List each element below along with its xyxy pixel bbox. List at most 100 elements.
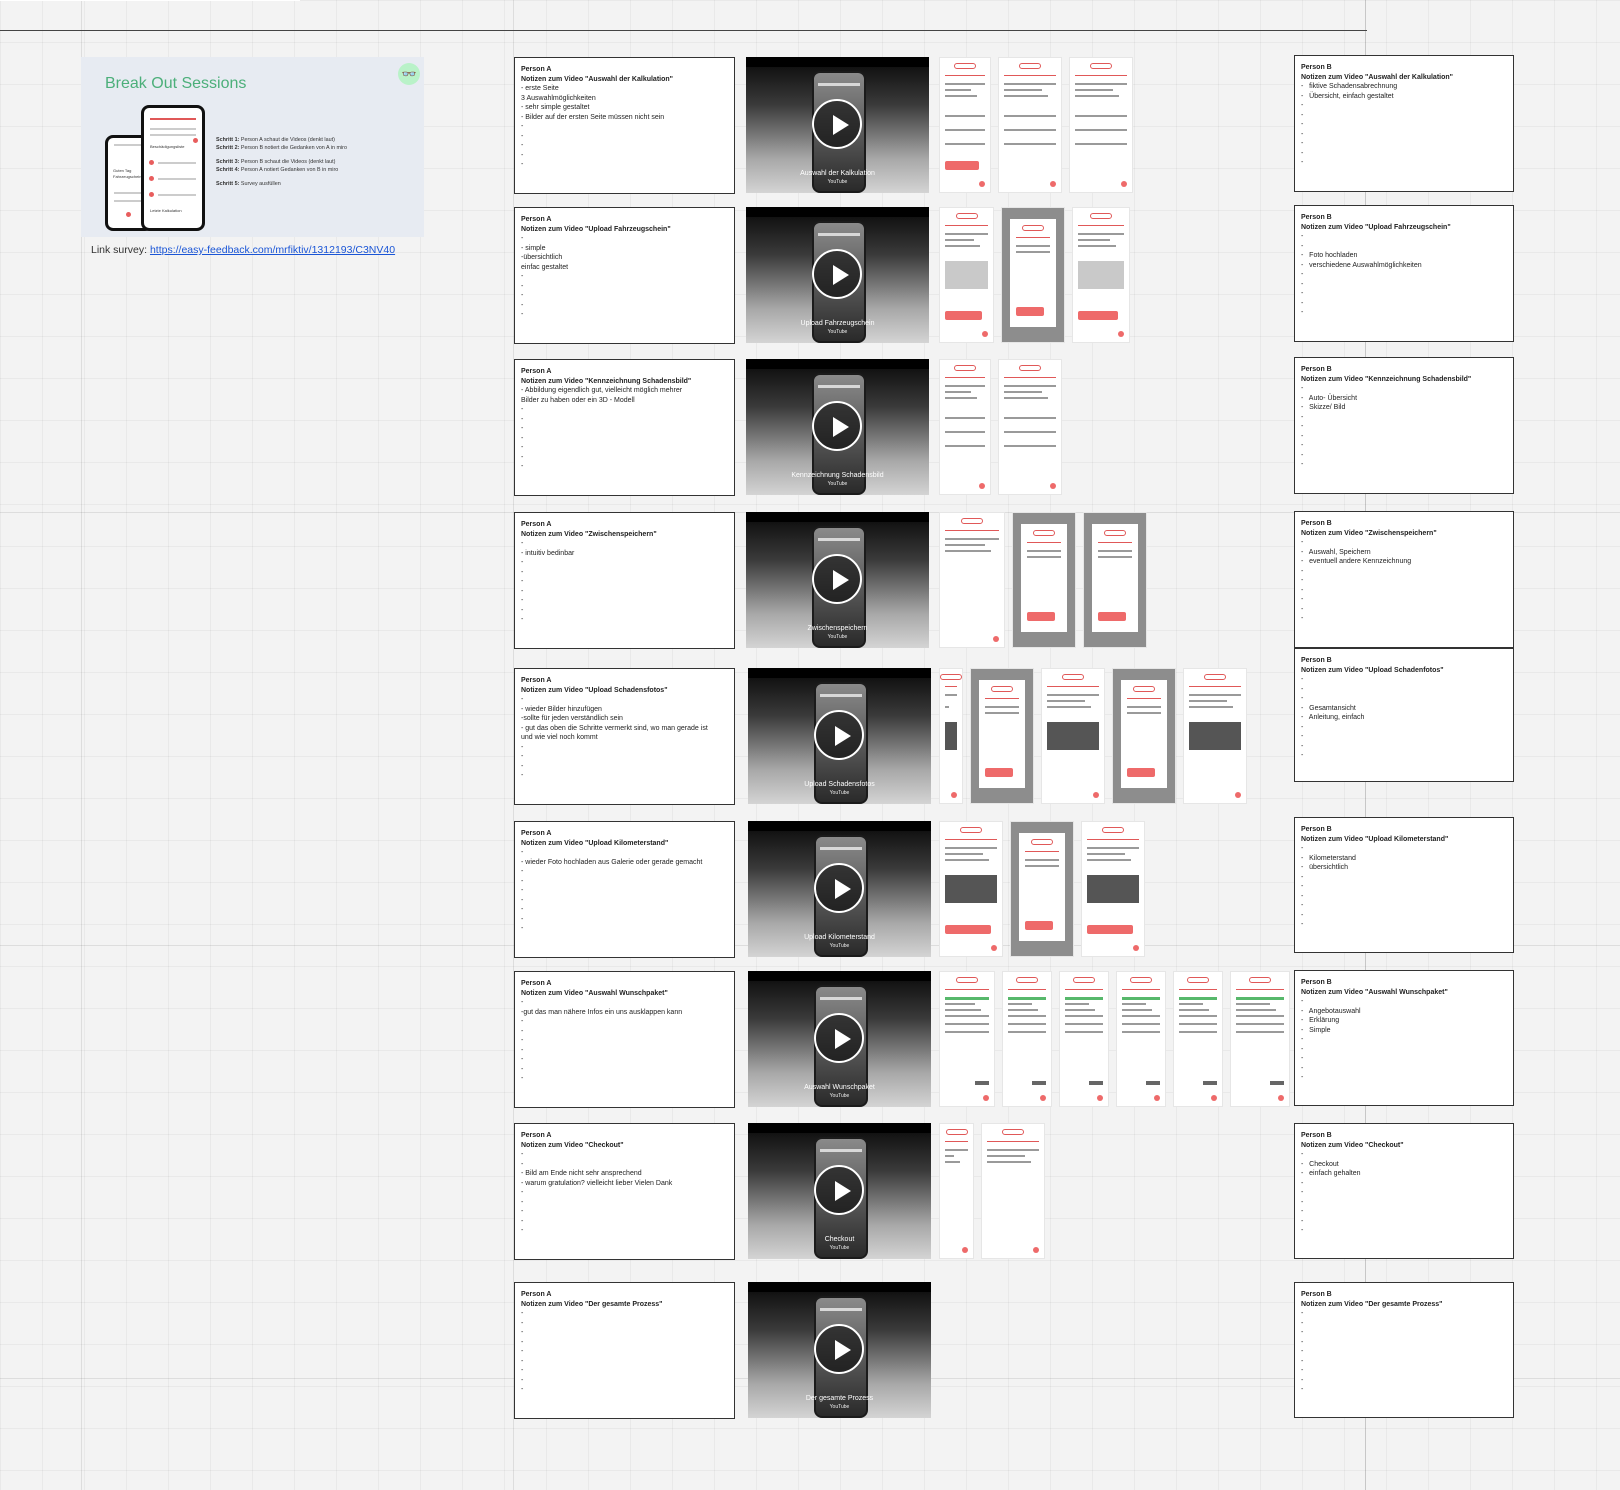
play-icon[interactable]	[814, 1013, 864, 1063]
note-line: -	[521, 425, 524, 432]
survey-link[interactable]: https://easy-feedback.com/mrfiktiv/13121…	[149, 244, 396, 256]
note-line: -	[1301, 1151, 1304, 1158]
note-line: - Skizze/ Bild	[1301, 404, 1346, 411]
note-line: -	[521, 1338, 524, 1346]
app-screen-thumbnail[interactable]	[1183, 668, 1247, 804]
app-screen-thumbnail[interactable]	[1002, 971, 1052, 1107]
note-line: -	[521, 161, 524, 168]
app-screen-thumbnail[interactable]	[1116, 971, 1166, 1107]
note-line: -	[1301, 1045, 1304, 1053]
play-icon[interactable]	[814, 863, 864, 913]
note-line: -	[521, 434, 524, 442]
app-screen-thumbnail[interactable]	[1001, 207, 1065, 343]
step-3: Schritt 3: Person B schaut die Videos (d…	[216, 159, 336, 166]
note-line: -	[521, 415, 524, 423]
app-screen-thumbnail[interactable]	[1072, 207, 1130, 343]
slide-title: Break Out Sessions	[105, 75, 247, 92]
play-icon[interactable]	[812, 554, 862, 604]
note-line: -	[521, 1037, 524, 1044]
app-screen-thumbnail[interactable]	[939, 512, 1005, 648]
app-screen-thumbnail[interactable]	[1081, 821, 1145, 957]
intro-slide[interactable]: Break Out Sessions 👓 Guten Tag Fahrzeugs…	[81, 57, 424, 237]
app-screen-thumbnail[interactable]	[939, 668, 963, 804]
app-screen-thumbnail[interactable]	[939, 207, 994, 343]
app-screen-thumbnail[interactable]	[939, 359, 991, 495]
note-line: Bilder zu haben oder ein 3D - Modell	[521, 396, 635, 404]
note-line: -	[521, 578, 524, 585]
app-screen-thumbnail[interactable]	[939, 57, 991, 193]
note-line: -	[1301, 1198, 1304, 1206]
app-screen-thumbnail[interactable]	[1012, 512, 1076, 648]
app-screen-thumbnail[interactable]	[970, 668, 1034, 804]
app-screen-thumbnail[interactable]	[1069, 57, 1133, 193]
app-screen-thumbnail[interactable]	[1010, 821, 1074, 957]
note-line: - Foto hochladen	[1301, 252, 1358, 259]
note-line: einfac gestaltet	[521, 263, 569, 271]
app-screen-thumbnail[interactable]	[1173, 971, 1223, 1107]
app-screen-thumbnail[interactable]	[1059, 971, 1109, 1107]
note-author: Person A	[521, 677, 552, 684]
app-screen-thumbnail[interactable]	[1041, 668, 1105, 804]
note-line: -	[521, 559, 524, 566]
note-line: - Auto- Übersicht	[1301, 394, 1358, 402]
play-icon[interactable]	[814, 1324, 864, 1374]
note-line: -	[521, 597, 524, 604]
toolbar-strip	[0, 0, 300, 1]
note-title: Notizen zum Video "Upload Kilometerstand…	[1301, 835, 1449, 843]
play-icon[interactable]	[812, 249, 862, 299]
play-icon[interactable]	[814, 710, 864, 760]
app-screen-thumbnail[interactable]	[1112, 668, 1176, 804]
app-screen-thumbnail[interactable]	[1083, 512, 1147, 648]
note-line: -	[1301, 159, 1304, 166]
app-screen-thumbnail[interactable]	[939, 1123, 974, 1259]
play-icon[interactable]	[812, 99, 862, 149]
note-line: - Übersicht, einfach gestaltet	[1301, 92, 1394, 100]
note-line: -	[1301, 432, 1304, 440]
note-line: -	[521, 1376, 524, 1384]
note-line: -	[1301, 242, 1304, 250]
note-line: -	[1301, 567, 1304, 575]
play-icon[interactable]	[812, 401, 862, 451]
note-line: -	[521, 142, 524, 149]
note-line: -	[1301, 299, 1304, 307]
app-screen-thumbnail[interactable]	[998, 57, 1062, 193]
app-screen-thumbnail[interactable]	[998, 359, 1062, 495]
note-line: -	[521, 753, 524, 760]
app-screen-thumbnail[interactable]	[1230, 971, 1290, 1107]
note-line: -	[521, 887, 524, 894]
app-screen-thumbnail[interactable]	[939, 821, 1003, 957]
video-caption: Upload Fahrzeugschein	[800, 320, 875, 327]
note-line: -	[521, 235, 524, 242]
play-icon[interactable]	[814, 1165, 864, 1215]
note-line: -	[521, 925, 524, 932]
app-screen-thumbnail[interactable]	[939, 971, 995, 1107]
app-screen-thumbnail[interactable]	[981, 1123, 1045, 1259]
